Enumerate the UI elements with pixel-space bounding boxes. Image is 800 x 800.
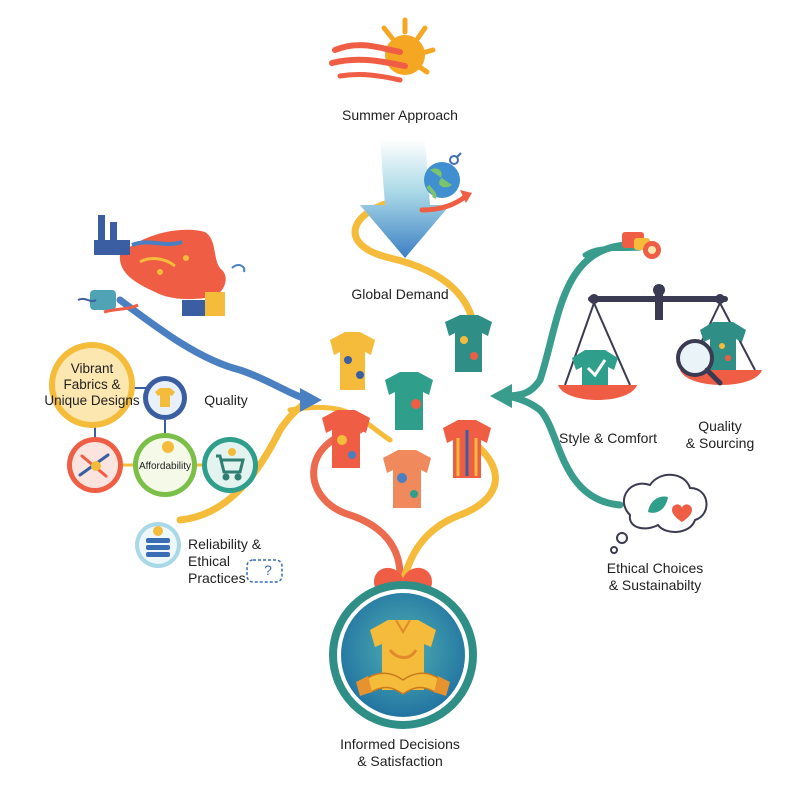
label-reliability-line-2: Ethical bbox=[188, 553, 231, 569]
shirt-green-top bbox=[445, 315, 492, 372]
label-global-demand: Global Demand bbox=[351, 286, 449, 302]
label-quality-sourcing-line-1: Quality bbox=[698, 418, 742, 434]
bottom-outcome bbox=[329, 567, 477, 729]
magnifier-icon bbox=[676, 339, 723, 386]
blue-flow-from-asia bbox=[116, 296, 314, 404]
label-informed-line-2: & Satisfaction bbox=[357, 753, 443, 769]
teal-flow-bottom bbox=[504, 392, 624, 509]
label-summer-approach: Summer Approach bbox=[342, 107, 458, 123]
shirt-floral-bottom bbox=[383, 450, 431, 508]
top-right-icons bbox=[622, 232, 661, 259]
label-quality: Quality bbox=[204, 392, 248, 408]
label-reliability-line-1: Reliability & bbox=[188, 536, 262, 552]
label-informed-line-1: Informed Decisions bbox=[340, 736, 460, 752]
label-vibrant-fabrics: Vibrant Fabrics & Unique Designs bbox=[40, 361, 144, 409]
label-vibrant-line-2: Fabrics & bbox=[63, 377, 121, 392]
yellow-flow-right bbox=[401, 436, 499, 579]
label-informed-decisions: Informed Decisions & Satisfaction bbox=[325, 736, 475, 770]
heart-icon bbox=[672, 504, 692, 522]
shirts-cluster bbox=[322, 315, 492, 508]
question-mark: ? bbox=[264, 562, 272, 578]
shirt-on-scale-left bbox=[572, 350, 618, 385]
label-ethical-line-2: & Sustainabilty bbox=[608, 577, 702, 593]
summer-down-arrow bbox=[360, 140, 450, 258]
shirt-icon bbox=[155, 388, 175, 407]
handshake-icon bbox=[356, 672, 450, 696]
coins-icon bbox=[146, 526, 170, 557]
label-style-comfort: Style & Comfort bbox=[558, 430, 658, 446]
label-vibrant-line-1: Vibrant bbox=[70, 361, 114, 376]
shirt-yellow bbox=[330, 332, 375, 390]
leaf-icon bbox=[648, 496, 668, 513]
flow-paths bbox=[116, 196, 644, 579]
red-flow-left bbox=[310, 426, 404, 579]
shirt-center-yellow bbox=[370, 620, 436, 690]
sun-icon bbox=[329, 17, 436, 83]
label-affordability: Affordability bbox=[138, 461, 192, 472]
label-quality-sourcing-line-2: & Sourcing bbox=[685, 435, 755, 451]
scale-icon bbox=[558, 284, 762, 400]
factory-map-icon bbox=[77, 215, 246, 316]
question-box bbox=[246, 559, 283, 583]
teal-flow-top bbox=[504, 241, 644, 400]
label-reliability: Reliability & Ethical Practices bbox=[188, 536, 261, 587]
teal-arrowhead bbox=[490, 384, 512, 408]
label-vibrant-line-3: Unique Designs bbox=[44, 393, 140, 408]
cart-icon bbox=[216, 454, 245, 481]
blue-arrowhead bbox=[300, 388, 322, 412]
shirt-teal-center bbox=[385, 372, 433, 430]
label-quality-sourcing: Quality & Sourcing bbox=[670, 418, 770, 452]
thought-bubble-icon bbox=[610, 473, 708, 554]
globe-icon bbox=[419, 152, 472, 213]
yellow-flow-summer-loop bbox=[351, 196, 479, 334]
label-ethical-choices: Ethical Choices & Sustainabilty bbox=[590, 560, 720, 594]
label-ethical-line-1: Ethical Choices bbox=[606, 560, 704, 576]
thread-icon bbox=[78, 453, 110, 478]
label-reliability-line-3: Practices bbox=[188, 570, 246, 586]
left-cluster bbox=[49, 342, 283, 583]
